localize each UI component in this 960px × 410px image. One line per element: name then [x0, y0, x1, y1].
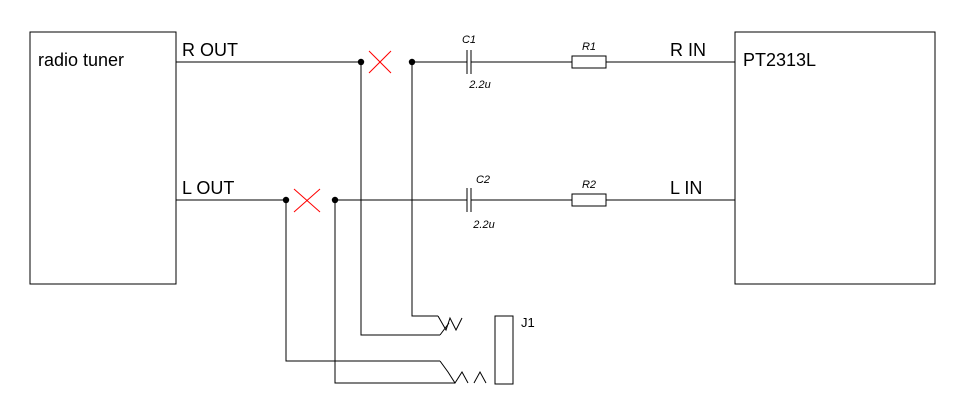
pt2313l-block: PT2313L [734, 31, 936, 285]
junction-dot [282, 196, 290, 204]
pt2313l-outline [734, 31, 936, 285]
junction-dot [408, 58, 416, 66]
junction-dot [357, 58, 365, 66]
jack-to-r-dest-wire [411, 62, 438, 317]
jack-contact-l-spring [439, 360, 469, 384]
c2-ref-label: C2 [476, 174, 490, 186]
l-out-label: L OUT [182, 178, 234, 198]
radio-tuner-block: radio tuner [29, 31, 177, 285]
r-in-label: R IN [670, 40, 706, 60]
capacitor-c2: C2 2.2u [466, 174, 495, 231]
jack-body [494, 315, 514, 385]
radio-tuner-label: radio tuner [38, 50, 124, 70]
resistor-r2: R2 [571, 179, 607, 207]
jack-contact-r-tip [439, 322, 450, 336]
jack-to-l-dest-wire [334, 200, 455, 384]
jack-contact-r-spring [437, 315, 463, 332]
pt2313l-label: PT2313L [743, 50, 816, 70]
capacitor-c1: C1 2.2u [462, 34, 491, 91]
jack-contact-l-tip [473, 370, 487, 384]
cut-mark-left [293, 188, 321, 213]
radio-tuner-outline [29, 31, 177, 285]
r1-ref-label: R1 [582, 41, 596, 53]
c1-ref-label: C1 [462, 34, 476, 46]
c1-value-label: 2.2u [468, 79, 490, 91]
j1-ref-label: J1 [521, 315, 535, 330]
r2-ref-label: R2 [582, 179, 596, 191]
r-out-label: R OUT [182, 40, 238, 60]
l-in-label: L IN [670, 178, 702, 198]
r-source-to-jack-wire [360, 62, 440, 336]
cut-mark-right [368, 50, 392, 74]
jack-wires [285, 62, 455, 384]
jack-j1: J1 [437, 315, 535, 385]
c2-value-label: 2.2u [472, 219, 494, 231]
resistor-r1: R1 [571, 41, 607, 69]
l-source-to-jack-wire [285, 200, 440, 362]
junction-dot [331, 196, 339, 204]
